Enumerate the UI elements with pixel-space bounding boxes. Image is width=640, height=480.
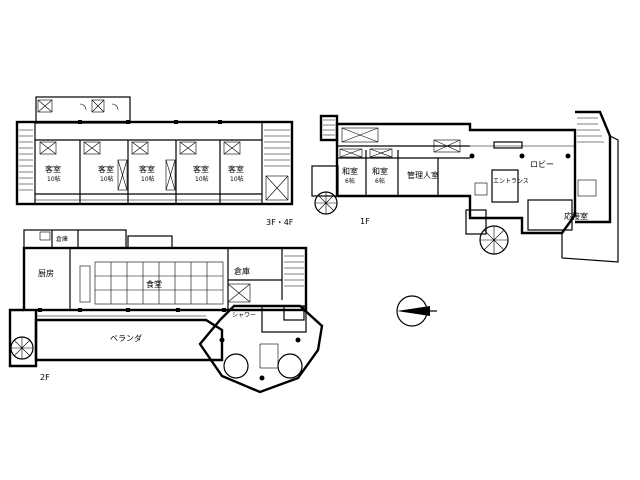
first-japanese-room-1-size: 6帖 (345, 177, 355, 185)
upper-stair-hatch (19, 129, 33, 191)
second-floor-plan: 倉庫 厨房 食堂 倉庫 シャワー ベランダ 2F (8, 229, 324, 394)
compass-north-arrow-icon (396, 295, 437, 327)
upper-room-2-name: 客室 (98, 164, 114, 174)
upper-bath-units (39, 141, 241, 191)
first-manager-room: 管理人室 (407, 170, 439, 180)
upper-room-3-name: 客室 (139, 164, 155, 174)
second-storage-right: 倉庫 (234, 266, 250, 276)
first-japanese-room-1-name: 和室 (342, 166, 358, 176)
upper-room-4-size: 10帖 (195, 175, 209, 183)
upper-room-3-size: 10帖 (141, 175, 155, 183)
first-reception-room: 応接室 (564, 211, 588, 221)
upper-room-1-size: 10帖 (47, 175, 61, 183)
first-entrance: エントランス (493, 178, 529, 185)
upper-floor-label: 3F・4F (266, 218, 294, 227)
upper-room-5-size: 10帖 (230, 175, 244, 183)
second-kitchen: 厨房 (38, 268, 54, 278)
upper-room-4-name: 客室 (193, 164, 209, 174)
second-floor-label: 2F (40, 373, 50, 382)
dining-table-grid (94, 261, 224, 305)
upper-room-1-name: 客室 (45, 164, 61, 174)
upper-room-2-size: 10帖 (100, 175, 114, 183)
first-japanese-room-2-size: 6帖 (375, 177, 385, 185)
second-shower: シャワー (232, 312, 256, 319)
first-japanese-room-2-name: 和室 (372, 166, 388, 176)
upper-floor-plan: 客室 10帖 客室 10帖 客室 10帖 客室 10帖 客室 10帖 3F・4F (15, 96, 294, 227)
first-floor-plan: 和室 6帖 和室 6帖 管理人室 ロビー エントランス 応接室 1F (311, 110, 619, 263)
second-dining: 食堂 (146, 279, 162, 289)
upper-room-5-name: 客室 (228, 164, 244, 174)
first-lobby: ロビー (530, 160, 554, 169)
second-storage-left: 倉庫 (56, 235, 68, 243)
second-veranda: ベランダ (110, 333, 142, 343)
first-floor-label: 1F (360, 217, 370, 226)
upper-right-stair (264, 129, 290, 167)
